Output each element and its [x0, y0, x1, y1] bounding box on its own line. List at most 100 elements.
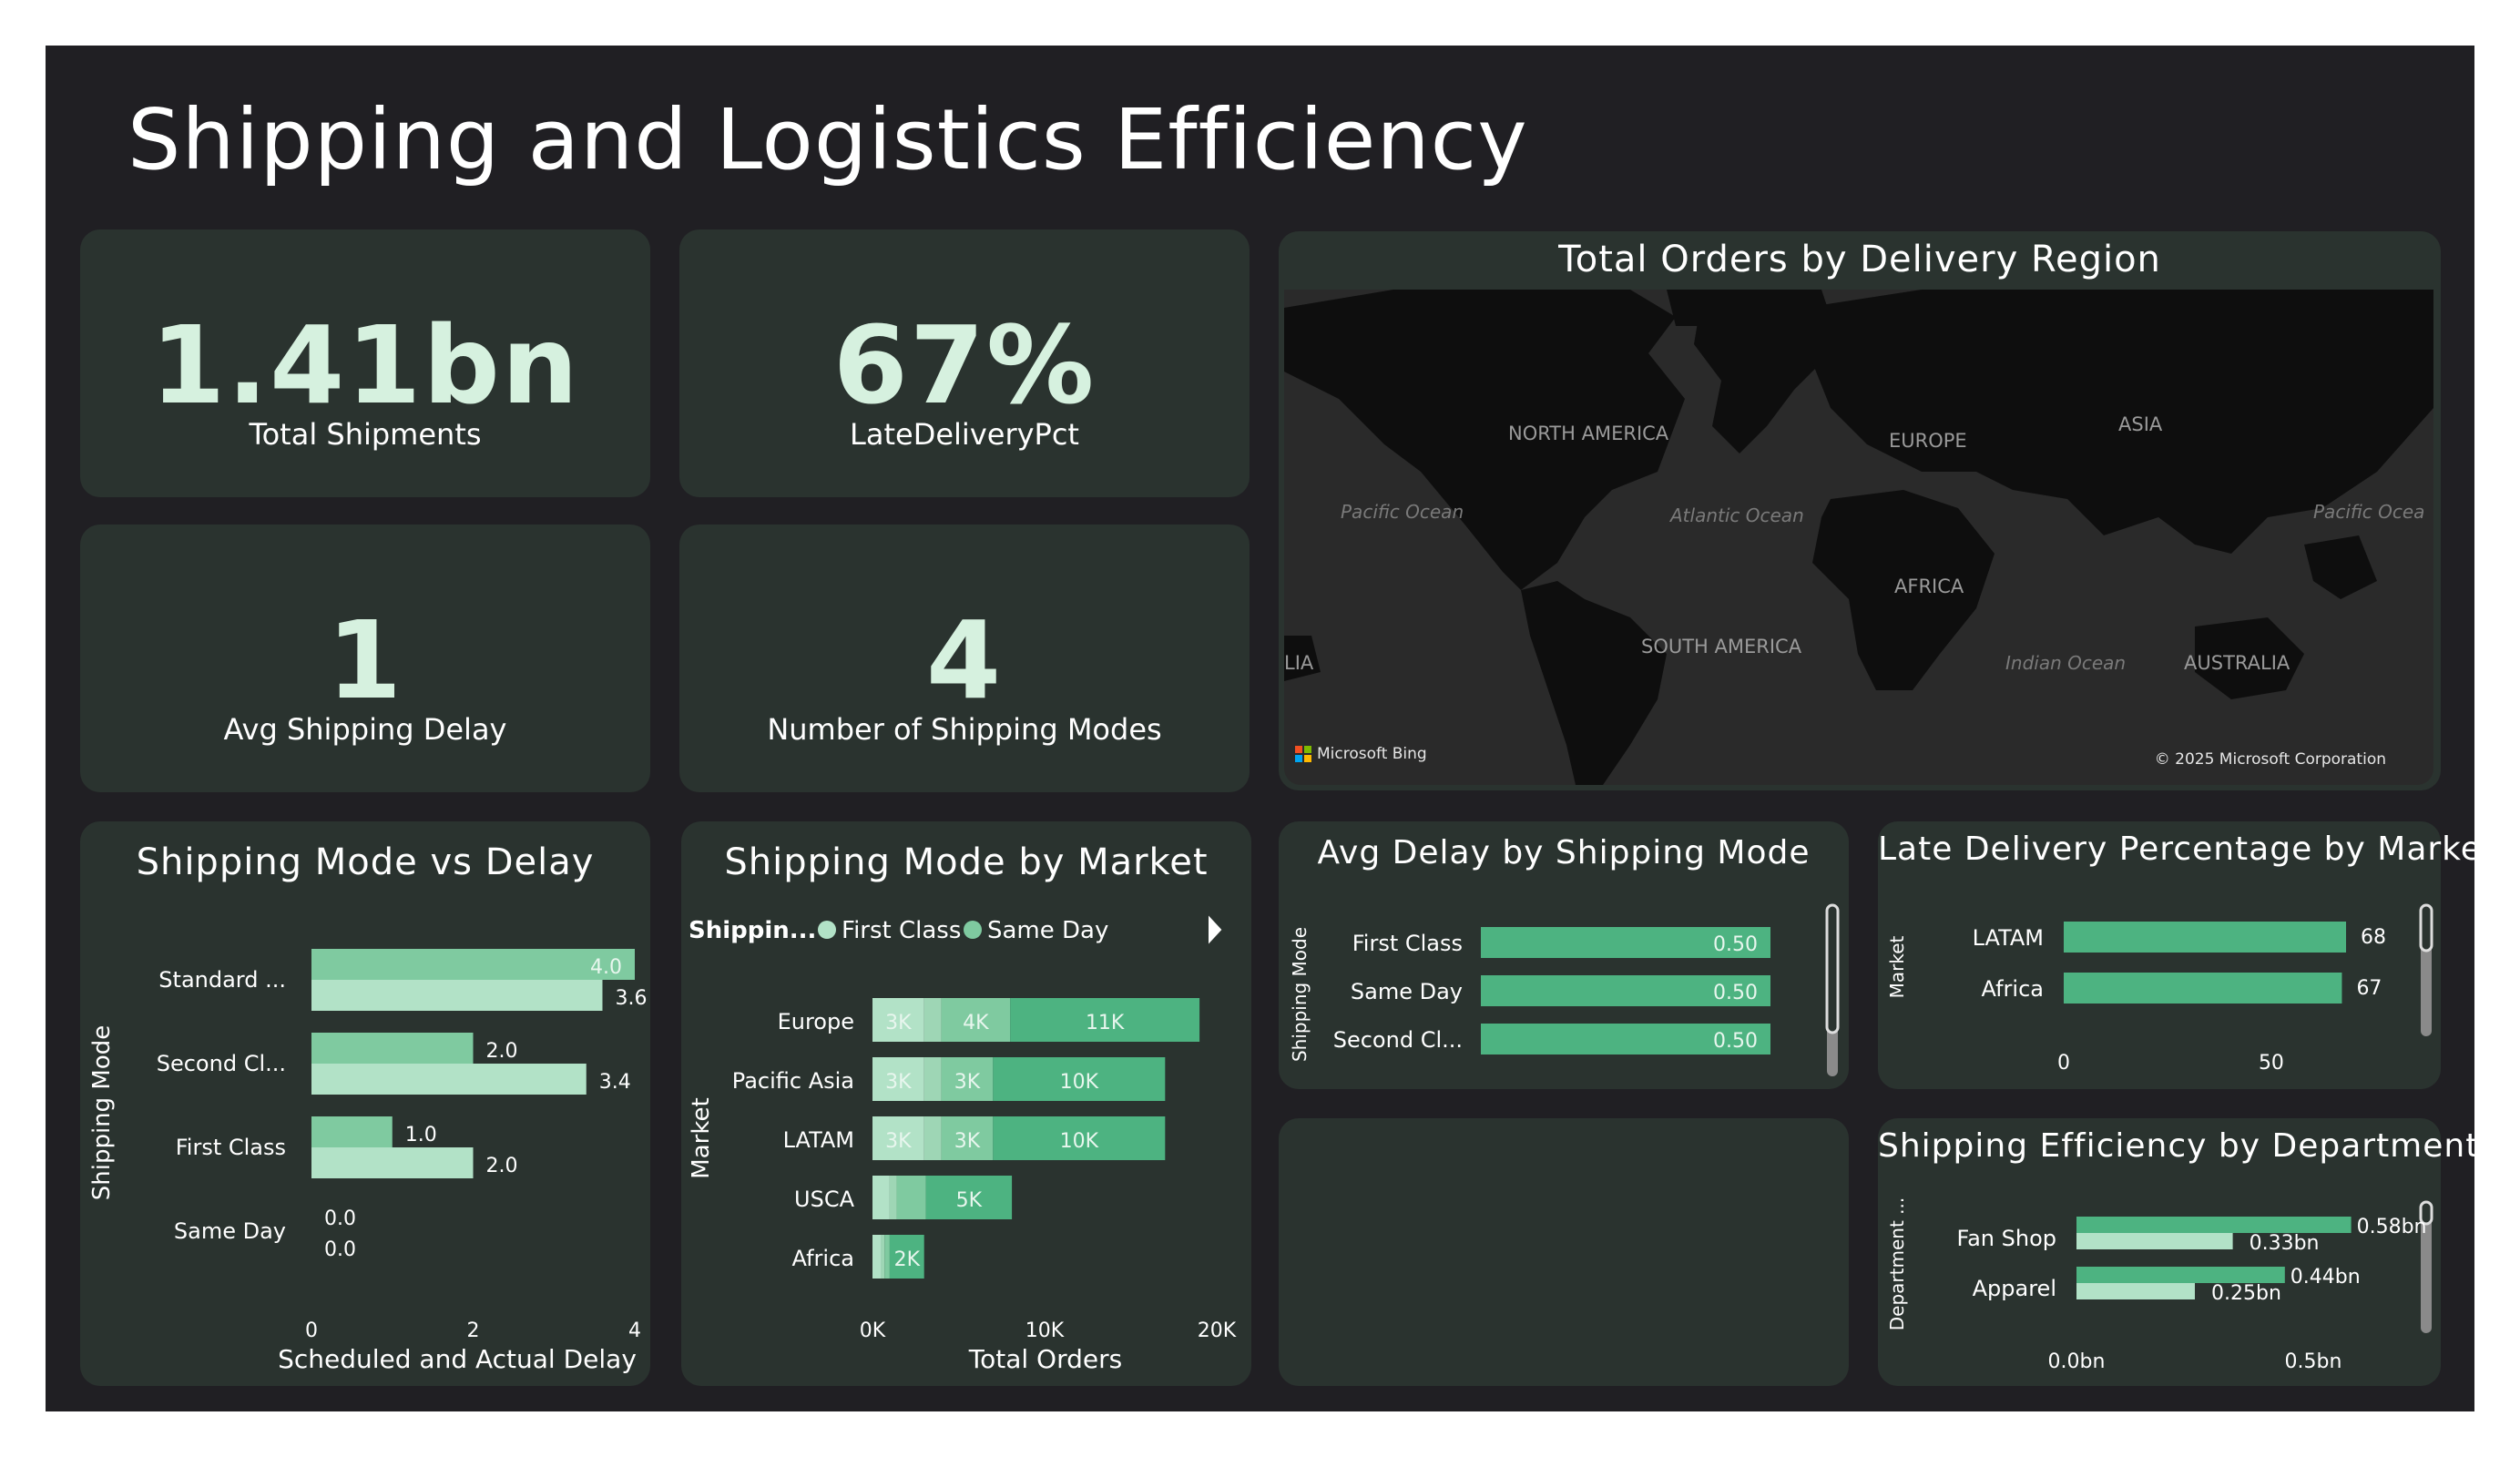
data-label: 0.50 [1713, 933, 1758, 956]
bar-series-a [2076, 1217, 2352, 1233]
stacked-bar-segment [941, 1116, 994, 1160]
legend-first-class[interactable]: First Class [842, 917, 961, 944]
stacked-bar-segment [872, 1176, 890, 1219]
map-label-north-america: NORTH AMERICA [1508, 423, 1669, 444]
bar [1481, 927, 1770, 958]
data-label: 0.0 [324, 1238, 356, 1261]
data-label: 4.0 [590, 956, 622, 979]
x-tick-label: 4 [628, 1319, 641, 1342]
bar-series-a [2076, 1267, 2285, 1283]
bar-series-a [311, 949, 635, 980]
chart-card-avg-delay[interactable]: Avg Delay by Shipping Mode Shipping Mode… [1279, 821, 1849, 1089]
data-label: 0.33bn [2250, 1232, 2320, 1255]
map-label-south-america: SOUTH AMERICA [1641, 636, 1802, 657]
map-card[interactable]: Total Orders by Delivery Region NORTH AM… [1279, 231, 2441, 790]
map-label-australia: AUSTRALIA [2184, 652, 2290, 674]
legend-next-arrow-icon[interactable] [1209, 915, 1222, 944]
bing-label: Microsoft Bing [1317, 745, 1427, 763]
kpi-card-late-delivery-pct[interactable]: 67% LateDeliveryPct [679, 229, 1250, 497]
category-label: Apparel [1973, 1276, 2056, 1301]
category-label: First Class [1352, 931, 1463, 956]
y-axis-label: Department ... [1886, 1197, 1908, 1330]
stacked-bar-segment [993, 1057, 1166, 1101]
stacked-bar-segment [872, 998, 924, 1042]
segment-label: 3K [885, 1012, 912, 1034]
stacked-bar-segment [925, 1176, 1013, 1219]
bar-series-a [311, 1116, 393, 1147]
stacked-bar-segment [941, 998, 1011, 1042]
segment-label: 3K [885, 1130, 912, 1153]
kpi-label: Total Shipments [249, 417, 482, 452]
y-axis-label: Market [688, 1097, 715, 1178]
chart-card-mode-vs-delay[interactable]: Shipping Mode vs Delay Shipping Mode Sch… [80, 821, 650, 1386]
legend-same-day[interactable]: Same Day [987, 917, 1108, 944]
stacked-bar-segment [941, 1057, 994, 1101]
scrollbar-thumb[interactable] [1825, 903, 1840, 1034]
segment-label: 5K [956, 1189, 983, 1212]
map-copyright: © 2025 Microsoft Corporation [2154, 750, 2386, 769]
data-label: 3.4 [599, 1071, 631, 1094]
category-label: Europe [778, 1009, 854, 1034]
segment-label: 10K [1060, 1130, 1099, 1153]
kpi-card-avg-shipping-delay[interactable]: 1 Avg Shipping Delay [80, 525, 650, 792]
bar-series-b [2076, 1233, 2233, 1249]
category-label: Pacific Asia [732, 1068, 854, 1094]
data-label: 0.44bn [2290, 1266, 2361, 1289]
map-landmass [1284, 290, 2433, 785]
category-label: First Class [176, 1135, 286, 1160]
data-label: 0.50 [1713, 1030, 1758, 1053]
microsoft-logo-icon [1295, 746, 1311, 762]
stacked-bar-segment [872, 1235, 882, 1279]
bar [2064, 922, 2346, 953]
category-label: Same Day [1351, 979, 1463, 1004]
scrollbar-track[interactable] [2421, 1202, 2432, 1333]
bar-series-b [311, 1147, 474, 1178]
map-label-atlantic-ocean: Atlantic Ocean [1670, 504, 1804, 526]
stacked-bar-segment [923, 998, 942, 1042]
map-label-africa: AFRICA [1894, 576, 1964, 597]
chart-card-late-pct-by-market[interactable]: Late Delivery Percentage by Market Marke… [1878, 821, 2496, 1089]
data-label: 0.58bn [2357, 1216, 2427, 1238]
world-map[interactable]: NORTH AMERICA EUROPE ASIA AFRICA SOUTH A… [1284, 290, 2433, 785]
scrollbar-thumb[interactable] [2419, 1200, 2433, 1226]
chart-title: Shipping Efficiency by Department [1878, 1127, 2480, 1165]
chart-title: Shipping Mode vs Delay [136, 841, 595, 883]
chart-title: Late Delivery Percentage by Market [1878, 830, 2496, 868]
y-axis-label: Market [1886, 935, 1908, 998]
kpi-value: 1.41bn [150, 302, 580, 428]
category-label: LATAM [783, 1127, 854, 1153]
chart-card-mode-by-market[interactable]: Shipping Mode by Market Shippin... First… [681, 821, 1251, 1386]
scrollbar-thumb[interactable] [2419, 903, 2433, 953]
mode-by-market-plot: Shippin... First Class Same Day Market T… [688, 915, 1237, 1374]
x-tick-label: 10K [1025, 1319, 1065, 1342]
legend-same-day-dot-icon [964, 921, 982, 939]
stacked-bar-segment [923, 1057, 942, 1101]
chart-card-efficiency-by-dept[interactable]: Shipping Efficiency by Department Depart… [1878, 1118, 2480, 1386]
category-label: USCA [794, 1187, 855, 1212]
kpi-card-shipping-modes[interactable]: 4 Number of Shipping Modes [679, 525, 1250, 792]
category-label: Same Day [174, 1218, 286, 1244]
data-label: 0.0 [324, 1207, 356, 1230]
stacked-bar-segment [881, 1235, 885, 1279]
kpi-value: 4 [925, 597, 1004, 723]
category-label: Fan Shop [1956, 1226, 2056, 1251]
data-label: 67 [2356, 977, 2382, 1000]
category-label: Second Cl... [1333, 1027, 1463, 1053]
x-tick-label: 2 [467, 1319, 480, 1342]
bing-attribution: Microsoft Bing [1295, 745, 1427, 763]
chart-title: Shipping Mode by Market [724, 841, 1209, 883]
kpi-card-total-shipments[interactable]: 1.41bn Total Shipments [80, 229, 650, 497]
segment-label: 3K [954, 1071, 981, 1094]
page-title: Shipping and Logistics Efficiency [128, 91, 1528, 188]
segment-label: 4K [963, 1012, 989, 1034]
kpi-value: 1 [326, 597, 404, 723]
efficiency-plot: Department ... Fan Shop 0.58bn 0.33bnAppar… [1886, 1197, 2433, 1373]
map-title: Total Orders by Delivery Region [1558, 239, 2161, 280]
x-tick-label: 20K [1198, 1319, 1237, 1342]
x-tick-label: 0 [305, 1319, 318, 1342]
category-label: LATAM [1973, 925, 2044, 951]
bar-series-b [2076, 1283, 2195, 1299]
map-label-indian-ocean: Indian Ocean [2005, 652, 2127, 674]
x-axis-label: Total Orders [968, 1344, 1122, 1374]
